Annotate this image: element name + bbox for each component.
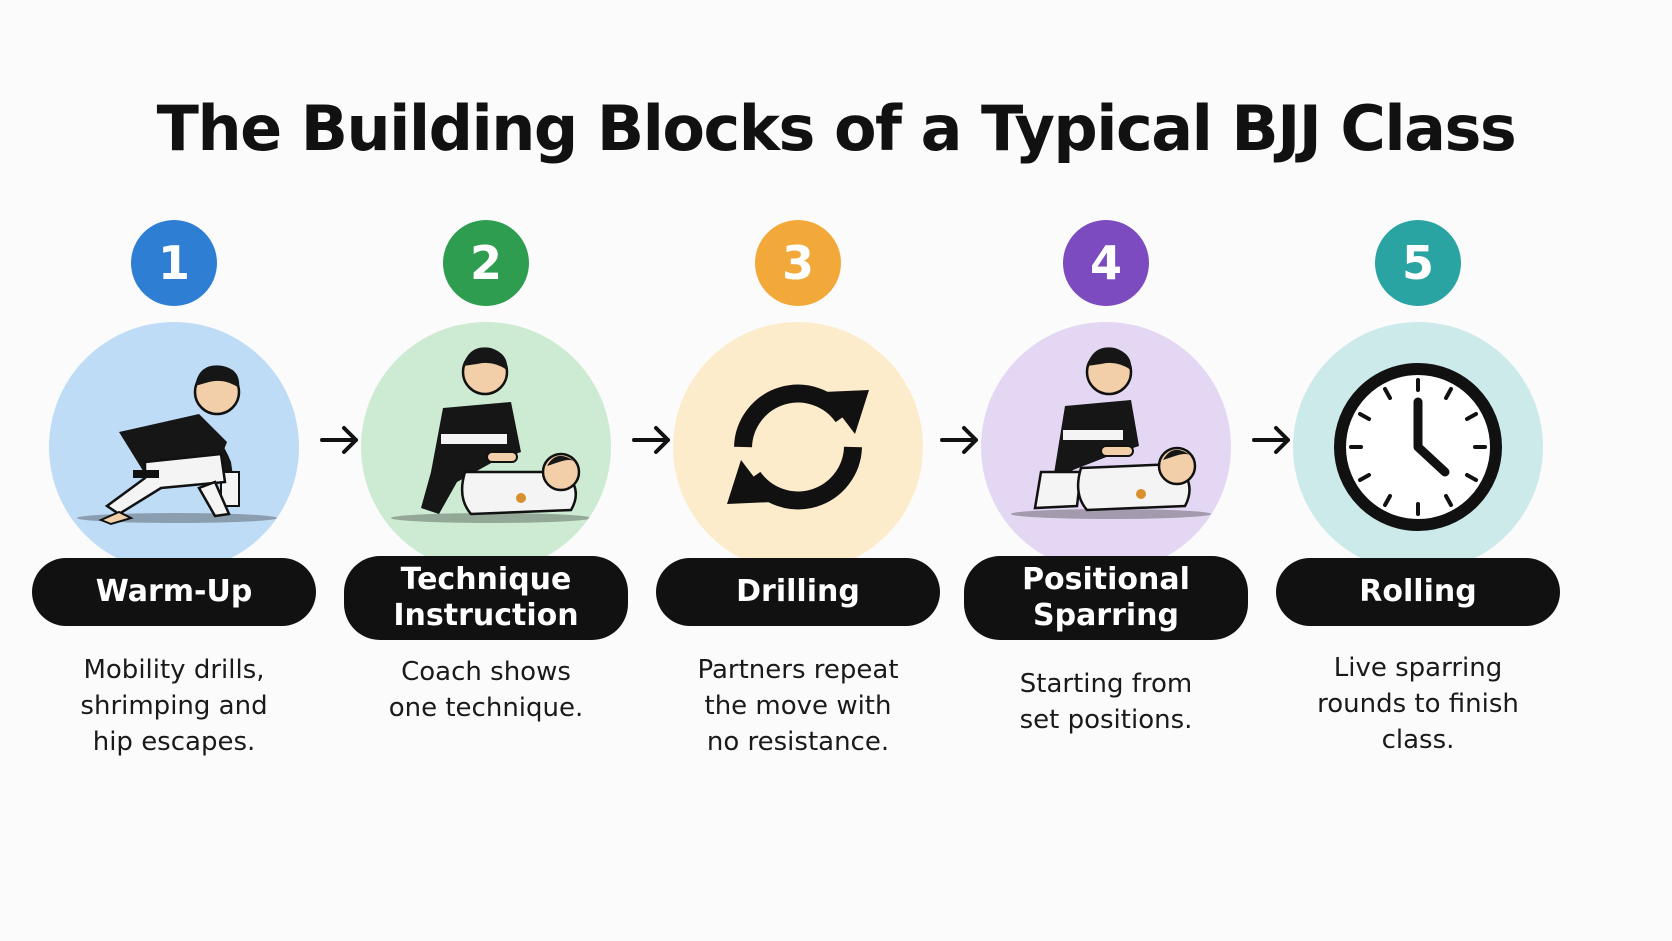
step-label: Warm-Up (32, 558, 316, 626)
step-drilling: 3 Drilling Partners repeat the move with… (648, 0, 948, 941)
coach-demonstration-icon (361, 322, 611, 572)
step-description: Starting from set positions. (1019, 669, 1193, 735)
step-description: Coach shows one technique. (388, 657, 584, 723)
warm-up-athlete-icon (49, 322, 299, 572)
step-rolling: 5 Rolling Live sparring rou (1268, 0, 1568, 941)
arrow-right-icon (936, 420, 986, 460)
step-label: Drilling (656, 558, 940, 626)
arrow-right-icon (628, 420, 678, 460)
step-label: Technique Instruction (344, 556, 628, 640)
step-label: Positional Sparring (964, 556, 1248, 640)
step-description: Live sparring rounds to finish class. (1317, 653, 1519, 755)
step-description: Partners repeat the move with no resista… (697, 655, 899, 757)
step-number-badge: 4 (1063, 220, 1149, 306)
step-number-badge: 3 (755, 220, 841, 306)
step-positional-sparring: 4 Positional Sparring Starting from set … (956, 0, 1256, 941)
page-title: The Building Blocks of a Typical BJJ Cla… (156, 92, 1517, 165)
step-description: Mobility drills, shrimping and hip escap… (80, 655, 268, 757)
positional-sparring-icon (981, 322, 1231, 572)
step-number-badge: 5 (1375, 220, 1461, 306)
step-warm-up: 1 Warm-Up Mobility drills, shrimping and… (24, 0, 324, 941)
step-number-badge: 1 (131, 220, 217, 306)
repeat-cycle-icon (673, 322, 923, 572)
arrow-right-icon (316, 420, 366, 460)
arrow-right-icon (1248, 420, 1298, 460)
step-label: Rolling (1276, 558, 1560, 626)
clock-icon (1293, 322, 1543, 572)
step-number-badge: 2 (443, 220, 529, 306)
step-technique-instruction: 2 Technique Instruction Coach shows one … (336, 0, 636, 941)
